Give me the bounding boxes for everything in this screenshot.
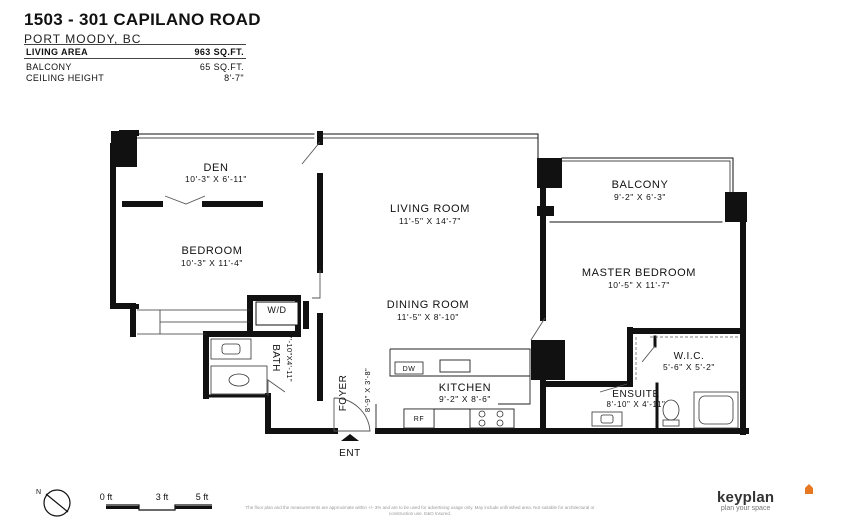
spec-value: 65 SQ.FT. xyxy=(199,62,244,72)
room-dining-name: DINING ROOM xyxy=(387,299,469,311)
keyplan-logo: keyplan plan your space xyxy=(717,489,774,512)
room-den-dims: 10'-3" X 6'-11" xyxy=(185,174,247,184)
page-title: 1503 - 301 CAPILANO ROAD xyxy=(24,10,261,29)
room-living-dims: 11'-5" X 14'-7" xyxy=(399,216,461,226)
fixture-washer-dryer: W/D xyxy=(267,305,286,315)
entry-label: ENT xyxy=(339,448,361,459)
disclaimer: The floor plan and the measurements are … xyxy=(245,505,595,516)
compass-north-label: N xyxy=(36,489,41,496)
spec-label: CEILING HEIGHT xyxy=(26,73,105,83)
room-balcony-dims: 9'-2" X 6'-3" xyxy=(614,192,666,202)
room-wic-dims: 5'-6" X 5'-2" xyxy=(663,362,715,372)
room-living-name: LIVING ROOM xyxy=(390,203,470,215)
room-bedroom-dims: 10'-3" X 11'-4" xyxy=(181,258,243,268)
room-kitchen-name: KITCHEN xyxy=(439,382,491,394)
room-kitchen-dims: 9'-2" X 8'-6" xyxy=(439,394,491,404)
north-compass-icon: N xyxy=(36,489,71,517)
divider xyxy=(24,44,246,45)
room-bath-name: BATH xyxy=(270,344,281,372)
room-bedroom-name: BEDROOM xyxy=(181,245,242,257)
room-balcony-name: BALCONY xyxy=(612,179,669,191)
scale-bar: 0 ft 3 ft 5 ft xyxy=(100,492,212,511)
header: 1503 - 301 CAPILANO ROAD PORT MOODY, BC xyxy=(24,10,261,46)
room-dining-dims: 11'-5" X 8'-10" xyxy=(397,312,459,322)
room-master-name: MASTER BEDROOM xyxy=(582,267,696,279)
room-ensuite-dims: 8'-10" X 4'-11" xyxy=(607,400,666,409)
logo-name: keyplan xyxy=(717,489,775,506)
room-bath-dims: 7'-10"X4'-11" xyxy=(285,334,294,382)
room-den-name: DEN xyxy=(203,162,228,174)
spec-label: LIVING AREA xyxy=(26,47,89,57)
city-label: PORT MOODY, BC xyxy=(24,32,142,46)
room-wic-name: W.I.C. xyxy=(674,351,705,362)
scale-label-0: 0 ft xyxy=(100,492,113,502)
entry-arrow-icon xyxy=(341,434,359,441)
room-foyer-name: FOYER xyxy=(338,375,349,411)
room-foyer-dims: 8'-9" X 3'-8" xyxy=(363,368,372,412)
room-master-dims: 10'-5" X 11'-7" xyxy=(608,280,670,290)
fixture-refrigerator: RF xyxy=(414,416,425,423)
spec-label: BALCONY xyxy=(26,62,72,72)
logo-tagline: plan your space xyxy=(720,505,771,512)
scale-label-5: 5 ft xyxy=(196,492,209,502)
fixture-dishwasher: DW xyxy=(403,366,416,373)
spec-value: 8'-7" xyxy=(224,73,244,83)
keyplan-logo-icon xyxy=(805,484,813,494)
divider xyxy=(24,58,246,59)
room-ensuite-name: ENSUITE xyxy=(612,389,660,400)
spec-value: 963 SQ.FT. xyxy=(194,47,244,57)
scale-label-3: 3 ft xyxy=(156,492,169,502)
